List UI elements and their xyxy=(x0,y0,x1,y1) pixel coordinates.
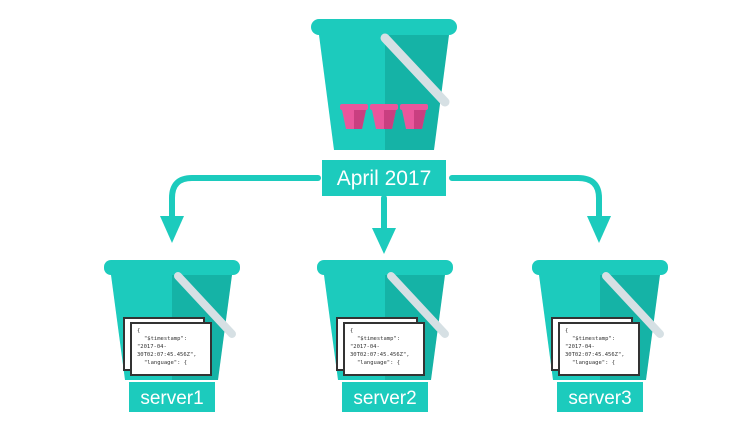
mini-buckets xyxy=(340,104,428,129)
document-stack-icon: { "$timestamp": "2017-04- 30T02:07:45.45… xyxy=(551,317,640,376)
server1-label-box: server1 xyxy=(129,382,215,412)
bucket-rim xyxy=(311,19,457,35)
bucket-body-right xyxy=(385,35,449,150)
doc-line: 30T02:07:45.456Z", xyxy=(565,352,625,358)
document-stack-icon: { "$timestamp": "2017-04- 30T02:07:45.45… xyxy=(123,317,212,376)
doc-line: "$timestamp": xyxy=(572,336,615,342)
doc-line: { xyxy=(137,328,140,334)
bucket-handle xyxy=(380,33,450,107)
doc-line: "$timestamp": xyxy=(144,336,187,342)
mini-bucket-icon xyxy=(400,104,428,129)
arrowheads xyxy=(160,216,611,254)
arrowhead-server1 xyxy=(160,216,184,243)
root-bucket-icon xyxy=(311,19,457,150)
doc-line: { xyxy=(350,328,353,334)
root-label: April 2017 xyxy=(337,167,432,190)
server3-label: server3 xyxy=(568,388,631,409)
server2-bucket-icon: { "$timestamp": "2017-04- 30T02:07:45.45… xyxy=(317,260,453,380)
doc-line: "2017-04- xyxy=(565,344,595,350)
bucket-rim xyxy=(317,260,453,275)
doc-line: { xyxy=(565,328,568,334)
doc-line: "language": { xyxy=(357,360,400,366)
server3-bucket-icon: { "$timestamp": "2017-04- 30T02:07:45.45… xyxy=(532,260,668,380)
server3-label-box: server3 xyxy=(557,382,643,412)
doc-line: "$timestamp": xyxy=(357,336,400,342)
bucket-rim xyxy=(104,260,240,275)
root-label-box: April 2017 xyxy=(322,160,446,196)
arrow-to-server3 xyxy=(449,175,602,225)
arrowhead-server3 xyxy=(587,216,611,243)
server2-label-box: server2 xyxy=(342,382,428,412)
doc-line: "language": { xyxy=(144,360,187,366)
server1-label: server1 xyxy=(140,388,203,409)
doc-line: 30T02:07:45.456Z", xyxy=(137,352,197,358)
server1-bucket-icon: { "$timestamp": "2017-04- 30T02:07:45.45… xyxy=(104,260,240,380)
mini-bucket-icon xyxy=(370,104,398,129)
arrow-to-server1 xyxy=(169,175,321,225)
doc-line: "2017-04- xyxy=(350,344,380,350)
doc-line: 30T02:07:45.456Z", xyxy=(350,352,410,358)
server2-label: server2 xyxy=(353,388,416,409)
doc-line: "language": { xyxy=(572,360,615,366)
doc-line: "2017-04- xyxy=(137,344,167,350)
bucket-body-left xyxy=(319,35,385,150)
document-stack-icon: { "$timestamp": "2017-04- 30T02:07:45.45… xyxy=(336,317,425,376)
mini-bucket-icon xyxy=(340,104,368,129)
bucket-handle xyxy=(174,272,236,338)
bucket-handle xyxy=(387,272,449,338)
bucket-rim xyxy=(532,260,668,275)
bucket-handle xyxy=(602,272,664,338)
arrowhead-server2 xyxy=(372,228,396,254)
connector-arrows xyxy=(169,175,602,235)
